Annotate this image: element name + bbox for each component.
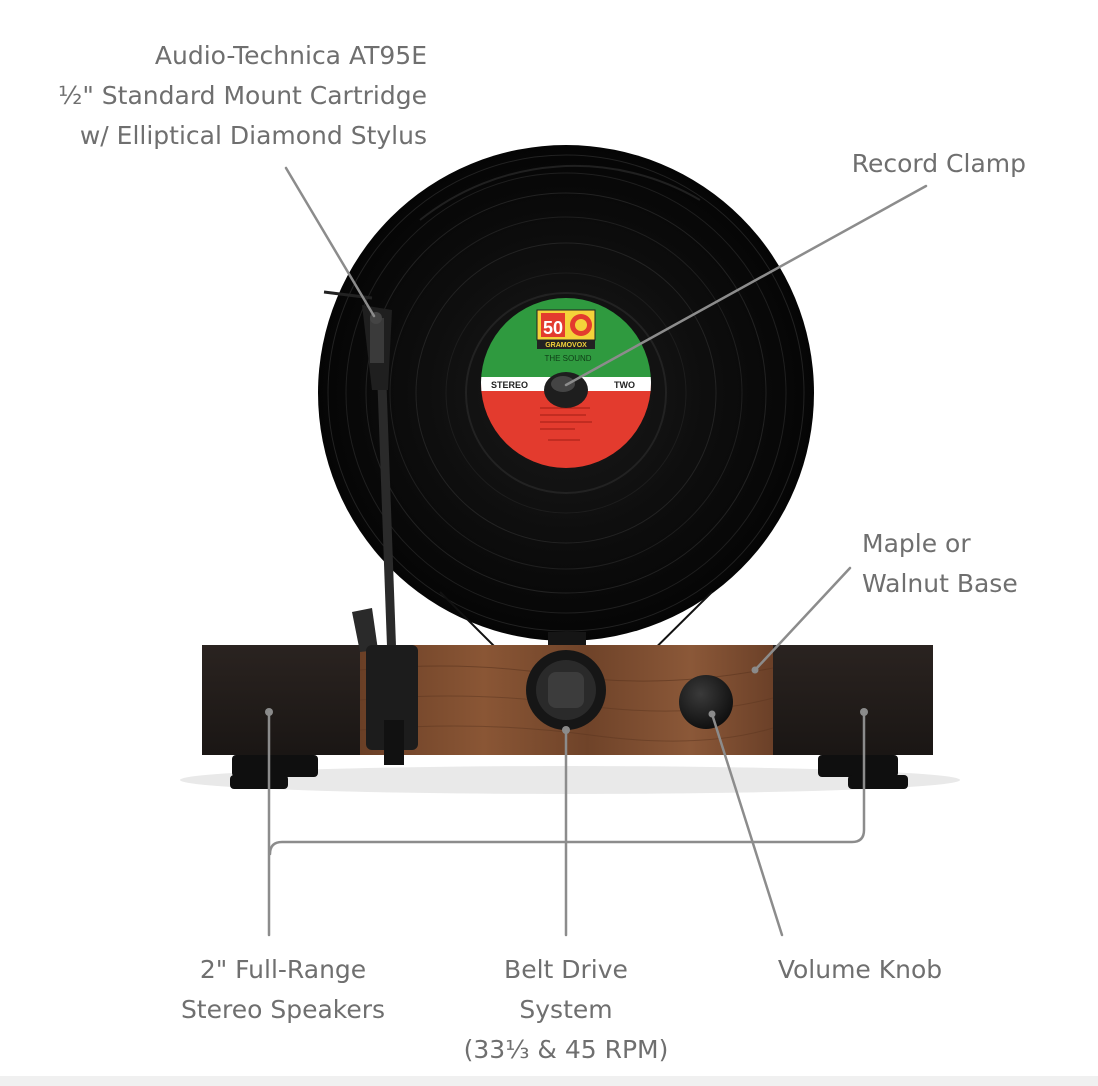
- callout-base: Maple or Walnut Base: [862, 524, 1018, 604]
- leader-lines: [267, 166, 928, 937]
- label-brand-digits: 50: [543, 318, 563, 338]
- label-two: TWO: [614, 380, 635, 390]
- callout-cartridge: Audio-Technica AT95E ½" Standard Mount C…: [58, 36, 427, 156]
- leader-right-speaker: [268, 710, 866, 856]
- label-brand: GRAMOVOX: [545, 342, 587, 349]
- callout-speakers-line-1: 2" Full-Range: [199, 955, 367, 984]
- label-title: THE SOUND: [544, 354, 591, 363]
- leader-record-clamp: [564, 184, 928, 387]
- callout-cartridge-line-3: w/ Elliptical Diamond Stylus: [79, 121, 427, 150]
- callout-volume-line-1: Volume Knob: [777, 955, 943, 984]
- bottom-strip: [0, 1076, 1098, 1086]
- callout-cartridge-line-1: Audio-Technica AT95E: [154, 41, 427, 70]
- callout-belt-drive-line-2: System: [519, 995, 613, 1024]
- callout-base-line-2: Walnut Base: [862, 569, 1018, 598]
- callout-belt-drive: Belt Drive System (33⅓ & 45 RPM): [436, 950, 696, 1070]
- record-clamp: [544, 372, 588, 408]
- tonearm: [323, 290, 418, 765]
- leader-base: [753, 566, 852, 672]
- record-support: [548, 632, 586, 648]
- callout-speakers: 2" Full-Range Stereo Speakers: [168, 950, 398, 1030]
- callout-belt-drive-line-1: Belt Drive: [504, 955, 628, 984]
- label-stereo: STEREO: [491, 380, 528, 390]
- callout-cartridge-line-2: ½" Standard Mount Cartridge: [58, 81, 427, 110]
- volume-knob: [679, 675, 733, 729]
- floor-shadow: [180, 766, 960, 794]
- callout-base-line-1: Maple or: [862, 529, 971, 558]
- base-feet: [230, 755, 908, 789]
- leader-cartridge: [284, 166, 376, 318]
- label-logo: [536, 309, 596, 349]
- callout-volume: Volume Knob: [740, 950, 980, 990]
- callout-speakers-line-2: Stereo Speakers: [180, 995, 386, 1024]
- right-speaker: [773, 645, 933, 755]
- callout-record-clamp-line-1: Record Clamp: [851, 149, 1026, 178]
- callout-record-clamp: Record Clamp: [852, 144, 1026, 184]
- belt-drive-pulley: [526, 650, 606, 734]
- left-speaker: [202, 645, 360, 755]
- leader-volume: [710, 712, 784, 937]
- callout-belt-drive-line-3: (33⅓ & 45 RPM): [463, 1035, 669, 1064]
- label-fine-print: [540, 407, 592, 441]
